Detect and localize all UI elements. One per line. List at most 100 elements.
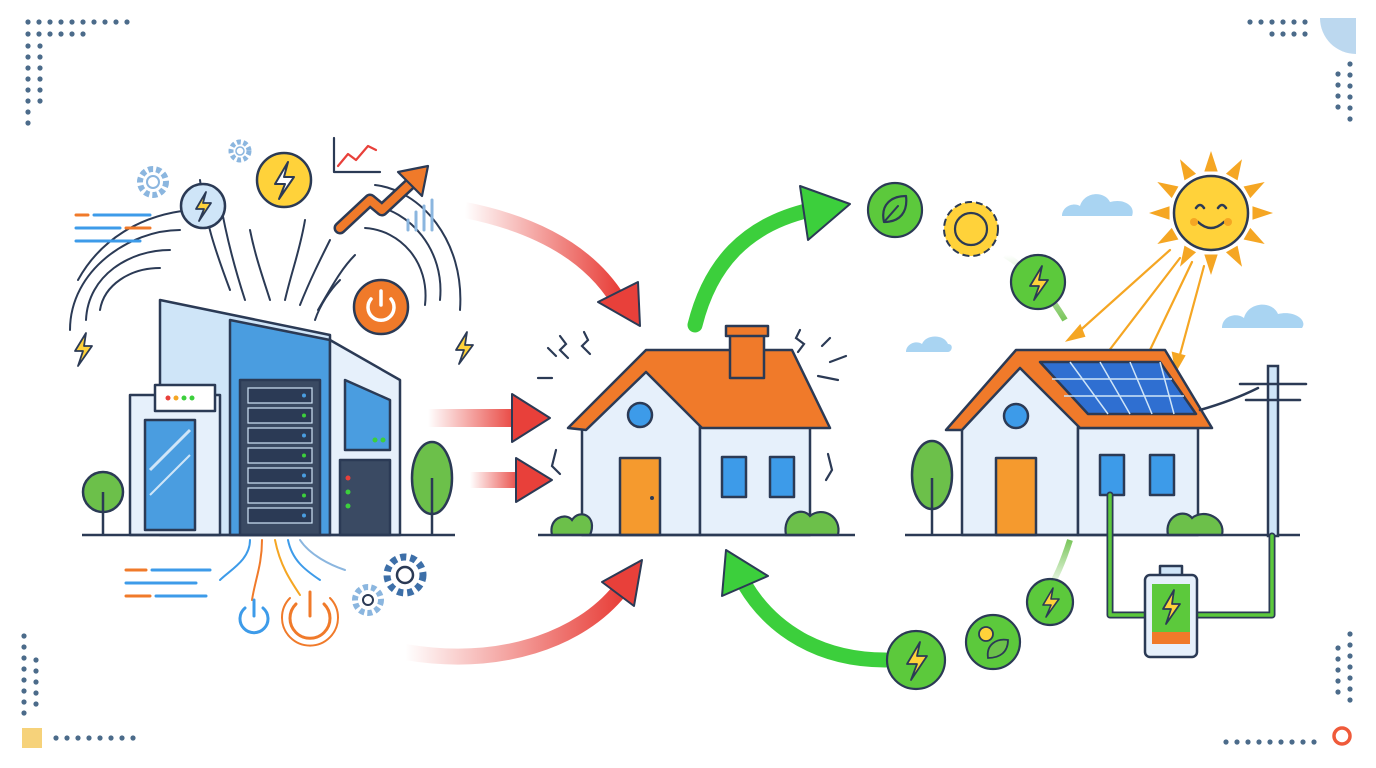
decor-dot	[25, 43, 31, 49]
sun-ray	[1252, 206, 1273, 220]
server-light	[302, 433, 306, 438]
decor-dot	[36, 19, 42, 25]
decor-dot	[47, 31, 53, 37]
decor-dot	[25, 19, 31, 25]
decor-dot	[1347, 664, 1353, 670]
decor-dot	[37, 98, 43, 104]
decor-dot	[119, 735, 125, 741]
cloud-icon	[906, 336, 952, 352]
sun-icon	[943, 201, 999, 257]
decor-dot	[80, 31, 86, 37]
decor-dot	[1347, 72, 1353, 78]
server-unit	[247, 407, 313, 424]
lightning-icon	[885, 629, 947, 691]
green-arrows	[687, 185, 1073, 668]
decor-dot	[37, 43, 43, 49]
decor-dot	[1347, 686, 1353, 692]
decor-dot	[1289, 739, 1295, 745]
data-stream-lines	[74, 213, 212, 598]
decor-dot	[102, 19, 108, 25]
decor-dot	[1347, 61, 1353, 67]
decor-dot	[1335, 667, 1341, 673]
decor-dot	[1335, 71, 1341, 77]
decor-dot	[21, 710, 27, 716]
red-arrow-top	[463, 202, 641, 327]
gear-icon	[383, 553, 427, 597]
decor-dot	[1347, 105, 1353, 111]
decor-dot	[113, 19, 119, 25]
cables	[219, 539, 346, 601]
decor-dot	[25, 65, 31, 71]
decor-dot	[1267, 739, 1273, 745]
energy-wave-lines	[69, 179, 462, 331]
decor-dot	[37, 54, 43, 60]
sun-ray	[1180, 245, 1197, 267]
corner-decoration-bottom-right	[1223, 631, 1353, 746]
decor-dot	[25, 120, 31, 126]
decor-dot	[75, 735, 81, 741]
lightning-icon	[179, 182, 227, 230]
shrub	[550, 510, 840, 537]
decor-dot	[37, 65, 43, 71]
decor-dot	[1223, 739, 1229, 745]
decor-dot	[1335, 656, 1341, 662]
decor-dot	[37, 87, 43, 93]
decor-dot	[37, 76, 43, 82]
power-icon	[352, 278, 410, 336]
data-center-scene	[69, 136, 474, 647]
sun-icon	[1149, 151, 1273, 275]
decor-dot	[1269, 19, 1275, 25]
green-arrow-return	[721, 549, 893, 668]
lightning-icon	[255, 151, 313, 209]
server-rack	[247, 387, 313, 524]
decor-dot	[1335, 645, 1341, 651]
decor-dot	[1256, 739, 1262, 745]
gear-icon	[352, 584, 384, 616]
decor-dot	[69, 19, 75, 25]
lightning-icon	[74, 332, 93, 367]
decor-dot	[25, 31, 31, 37]
decor-dot	[33, 679, 39, 685]
bar-chart-icon	[406, 198, 434, 232]
sun-ray	[1180, 159, 1197, 181]
eco-sun-leaf-icon	[964, 613, 1022, 671]
solar-panel-grid	[1052, 361, 1184, 415]
decor-dot	[21, 633, 27, 639]
red-arrow-middle	[428, 393, 551, 443]
decor-dot	[36, 31, 42, 37]
cloud-icon	[1222, 304, 1304, 328]
decor-dot	[1311, 739, 1317, 745]
tree-icon	[910, 439, 954, 535]
lightning-icon	[455, 331, 474, 365]
trend-chart-icon	[332, 136, 382, 174]
solar-house	[944, 348, 1214, 537]
decor-dot	[130, 735, 136, 741]
decor-dot	[21, 699, 27, 705]
decor-dot	[1245, 739, 1251, 745]
server-light	[302, 413, 306, 418]
decor-dot	[69, 31, 75, 37]
decor-dot	[25, 76, 31, 82]
decor-dot	[1258, 19, 1264, 25]
battery-icon	[1143, 564, 1199, 659]
shrub	[1166, 512, 1224, 537]
decor-dot	[33, 690, 39, 696]
tree-icon	[410, 440, 454, 535]
decor-dot	[1347, 653, 1353, 659]
server-unit	[247, 427, 313, 444]
leaf-icon	[866, 181, 924, 239]
decor-dot	[86, 735, 92, 741]
sun-ray	[1225, 159, 1242, 181]
red-arrow-bottom	[403, 559, 643, 665]
server-light	[302, 393, 306, 398]
green-arrow-up	[687, 185, 851, 333]
sun-ray	[1204, 151, 1218, 172]
battery-wiring	[1106, 491, 1276, 619]
decor-dot	[1302, 19, 1308, 25]
server-unit	[247, 447, 313, 464]
decor-dot	[33, 668, 39, 674]
lightning-icon	[1009, 253, 1067, 311]
decor-dot	[64, 735, 70, 741]
decor-dot	[25, 54, 31, 60]
